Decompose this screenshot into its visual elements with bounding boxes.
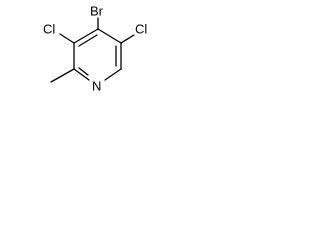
atom-label-cl-right: Cl (135, 22, 147, 37)
bond-c3-c4-double-inner (78, 34, 98, 47)
bond-c4-c5 (97, 28, 122, 44)
atom-label-cl-left: Cl (43, 22, 55, 37)
bond-n-c2 (73, 68, 90, 81)
bond-c3-cl (59, 33, 75, 44)
atom-label-n: N (92, 79, 101, 94)
bond-n-c2-double-inner (78, 67, 89, 76)
molecule-structure-diagram: Br Cl Cl N (43, 4, 147, 94)
bond-c6-n (104, 68, 122, 81)
bond-c5-cl (120, 34, 135, 44)
bond-c2-methyl (50, 68, 75, 83)
atom-label-br: Br (90, 4, 104, 19)
bond-c3-c4 (73, 28, 99, 44)
